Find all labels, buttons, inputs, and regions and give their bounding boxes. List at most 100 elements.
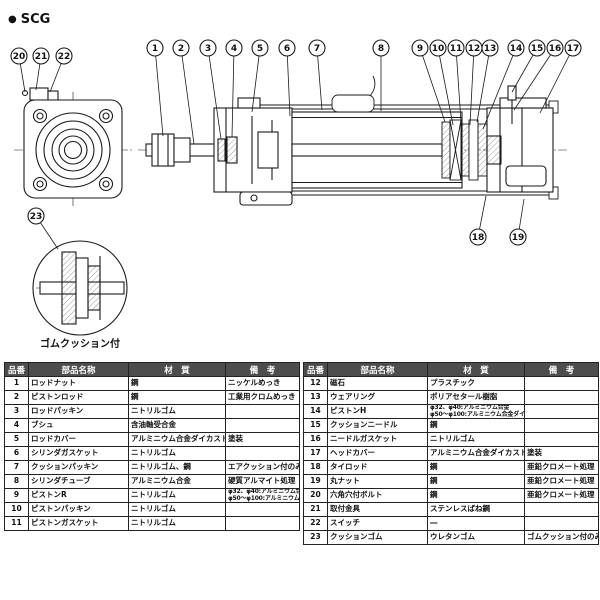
callout-circle: [10, 47, 28, 65]
callout-19: 19: [509, 228, 527, 246]
piston-gasket: [460, 123, 470, 177]
remarks: [524, 432, 599, 447]
callout-1: 1: [146, 39, 164, 57]
material: アルミニウム合金: [128, 474, 226, 489]
callout-number: 14: [510, 44, 523, 54]
material: ニトリルゴム: [128, 516, 226, 531]
callout-leader-3: [207, 47, 222, 140]
part-no: 18: [303, 460, 328, 475]
callout-circle: [278, 39, 296, 57]
column-header: 品番: [4, 362, 29, 377]
head-detail: [505, 165, 547, 187]
part-no: 1: [4, 376, 29, 391]
remarks: 塗装: [225, 432, 300, 447]
part-no: 10: [4, 502, 29, 517]
part-name: クッションゴム: [327, 530, 428, 545]
part-name: クッションニードル: [327, 418, 428, 433]
callout-number: 9: [417, 44, 423, 54]
callout-number: 12: [468, 44, 481, 54]
callout-number: 7: [314, 44, 320, 54]
callout-number: 17: [567, 44, 580, 54]
cushion-rubber: [441, 121, 451, 179]
callout-number: 13: [484, 44, 497, 54]
cushion-needle: [507, 85, 517, 101]
part-name: ウェアリング: [327, 390, 428, 405]
detail-view-label: ゴムクッション付: [40, 337, 120, 350]
rod-circle: [63, 140, 83, 160]
column-header: 材 質: [128, 362, 226, 377]
material: ニトリルゴム: [128, 446, 226, 461]
remarks: [524, 516, 599, 531]
callout-number: 5: [257, 44, 263, 54]
callout-10: 10: [429, 39, 447, 57]
table-header-row: 品番部品名称材 質備 考: [303, 362, 599, 377]
callout-17: 17: [564, 39, 582, 57]
callout-circle: [564, 39, 582, 57]
callout-number: 11: [450, 44, 463, 54]
material: アルミニウム合金ダイカスト: [128, 432, 226, 447]
callout-circle: [251, 39, 269, 57]
callout-9: 9: [411, 39, 429, 57]
material: 鋼: [427, 474, 525, 489]
callout-5: 5: [251, 39, 269, 57]
remarks: [524, 404, 599, 419]
callout-20: 20: [10, 47, 28, 65]
remarks: [524, 418, 599, 433]
part-name: ニードルガスケット: [327, 432, 428, 447]
remarks: [225, 502, 300, 517]
column-header: 備 考: [524, 362, 599, 377]
material-note: φ50〜φ100:アルミニウム合金ダイカスト: [228, 494, 300, 502]
material: 含油軸受合金: [128, 418, 226, 433]
callout-circle: [32, 47, 50, 65]
callout-number: 15: [531, 44, 544, 54]
column-header: 部品名称: [28, 362, 129, 377]
part-no: 21: [303, 502, 328, 517]
remarks: [524, 502, 599, 517]
callout-number: 1: [152, 44, 158, 54]
callout-circle: [27, 207, 45, 225]
switch-cable: [369, 75, 376, 97]
remarks: ニッケルめっき: [225, 376, 300, 391]
part-no: 23: [303, 530, 328, 545]
detail-cushion-rubber: [87, 265, 101, 311]
remarks: [225, 446, 300, 461]
remarks: 硬質アルマイト処理: [225, 474, 300, 489]
bush: [226, 136, 238, 164]
part-no: 2: [4, 390, 29, 405]
callout-12: 12: [465, 39, 483, 57]
callout-leader-13: [476, 47, 491, 123]
remarks: 亜鉛クロメート処理: [524, 488, 599, 503]
remarks: [225, 516, 300, 531]
rod-packing: [217, 138, 226, 162]
material: 鋼: [427, 488, 525, 503]
callout-number: 23: [30, 212, 43, 222]
cushion-detail-view: [32, 240, 128, 336]
table-header-row: 品番部品名称材 質備 考: [4, 362, 300, 377]
remarks: [225, 404, 300, 419]
callout-number: 8: [378, 44, 384, 54]
part-no: 20: [303, 488, 328, 503]
callout-circle: [528, 39, 546, 57]
callout-18: 18: [469, 228, 487, 246]
needle-gasket-area: [486, 135, 502, 165]
detail-piston: [61, 251, 77, 325]
callout-leader-17: [539, 47, 574, 114]
head-port-boss: [499, 97, 547, 109]
material: ニトリルゴム: [427, 432, 525, 447]
part-name: ヘッドカバー: [327, 446, 428, 461]
rod-cover: [213, 97, 293, 206]
callout-circle: [509, 228, 527, 246]
series-label: SCG: [20, 12, 51, 27]
cylinder-switch: [331, 75, 376, 113]
